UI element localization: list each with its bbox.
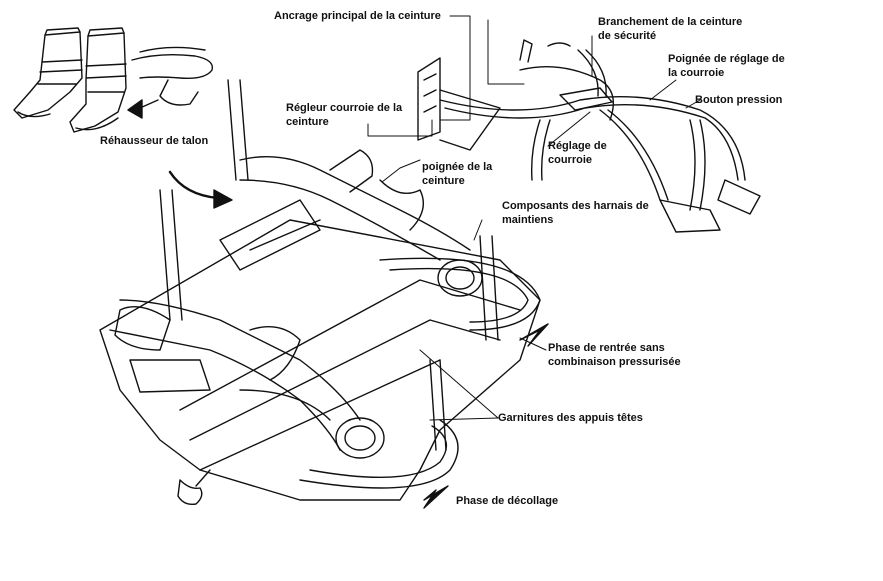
boots-arrow-line [139,99,159,109]
label-poignee-ceinture-line2: ceinture [422,175,465,187]
liftoff-phase-arrow [423,485,449,509]
label-reglage-courroie-line2: courroie [548,154,593,166]
label-bouton-pression: Bouton pression [695,94,783,106]
label-composants-line2: maintiens [502,214,554,226]
label-regleur-line2: ceinture [286,116,329,128]
label-branchement-line2: de sécurité [598,30,657,42]
label-garnitures: Garnitures des appuis têtes [498,412,643,424]
label-ancrage: Ancrage principal de la ceinture [274,10,441,22]
label-poignee-ceinture-line1: poignée de la [422,161,493,173]
seat-assembly-illustration [99,79,541,506]
label-composants-line1: Composants des harnais de [502,200,649,212]
label-regleur-line1: Régleur courroie de la [286,102,403,114]
label-rehausseur: Réhausseur de talon [100,135,209,147]
label-rentree-line2: combinaison pressurisée [548,356,681,368]
label-poignee-reglage-line1: Poignée de réglage de [668,53,785,65]
label-rentree-line1: Phase de rentrée sans [548,342,665,354]
reentry-phase-arrow [519,323,549,347]
label-branchement-line1: Branchement de la ceinture [598,16,743,28]
boots-arrow-head [127,99,143,119]
label-decollage: Phase de décollage [456,495,559,507]
label-reglage-courroie-line1: Réglage de [548,140,607,152]
boots-illustration [13,27,214,133]
leader-lines [367,15,701,421]
label-poignee-reglage-line2: la courroie [668,67,725,79]
